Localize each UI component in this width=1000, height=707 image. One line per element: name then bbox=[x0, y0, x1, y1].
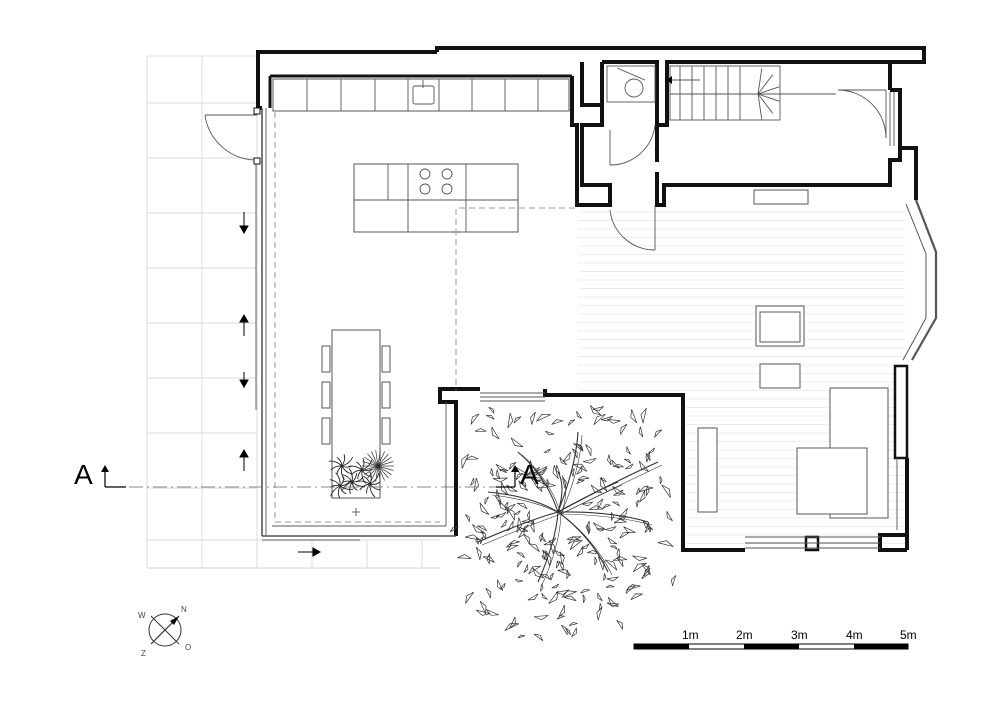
compass-z: Z bbox=[141, 649, 146, 658]
scale-label-1: 1m bbox=[682, 628, 699, 642]
compass-o: O bbox=[185, 643, 191, 652]
section-mark-left: A bbox=[74, 459, 93, 490]
floorboards bbox=[578, 211, 905, 544]
sink-icon bbox=[412, 80, 435, 105]
airflow-arrows bbox=[239, 212, 322, 557]
compass-n: N bbox=[181, 605, 187, 614]
hob-icon bbox=[419, 168, 453, 195]
terrace-paving bbox=[146, 55, 440, 569]
sofa bbox=[796, 387, 889, 519]
section-line: A A bbox=[74, 459, 539, 490]
scale-bar: 1m 2m 3m 4m 5m bbox=[633, 628, 917, 650]
arrow-up-icon bbox=[239, 313, 249, 336]
doors bbox=[204, 89, 895, 251]
arrow-down-icon bbox=[239, 212, 249, 235]
toilet-icon bbox=[606, 65, 656, 103]
armchair bbox=[755, 305, 805, 347]
arrow-up-icon bbox=[239, 448, 249, 471]
compass-icon: N O Z W bbox=[138, 605, 191, 658]
coffee-table bbox=[759, 363, 801, 389]
compass-w: W bbox=[138, 611, 146, 620]
tree-icon bbox=[449, 405, 677, 641]
scale-label-3: 3m bbox=[791, 628, 808, 642]
arrow-down-icon bbox=[239, 372, 249, 389]
rooflight-outline bbox=[455, 207, 575, 390]
staircase bbox=[666, 65, 781, 121]
centre-mark-icon bbox=[352, 508, 360, 516]
scale-label-2: 2m bbox=[736, 628, 753, 642]
living-furniture bbox=[697, 189, 889, 519]
kitchen-island bbox=[353, 163, 519, 233]
scale-label-5: 5m bbox=[900, 628, 917, 642]
arrow-right-icon bbox=[298, 547, 322, 557]
dining-table bbox=[321, 329, 391, 499]
sideboard bbox=[697, 427, 718, 513]
scale-label-4: 4m bbox=[846, 628, 863, 642]
kitchen-counter bbox=[272, 78, 570, 112]
section-mark-right: A bbox=[520, 459, 539, 490]
walls bbox=[255, 46, 938, 552]
extension-outline bbox=[274, 112, 440, 523]
